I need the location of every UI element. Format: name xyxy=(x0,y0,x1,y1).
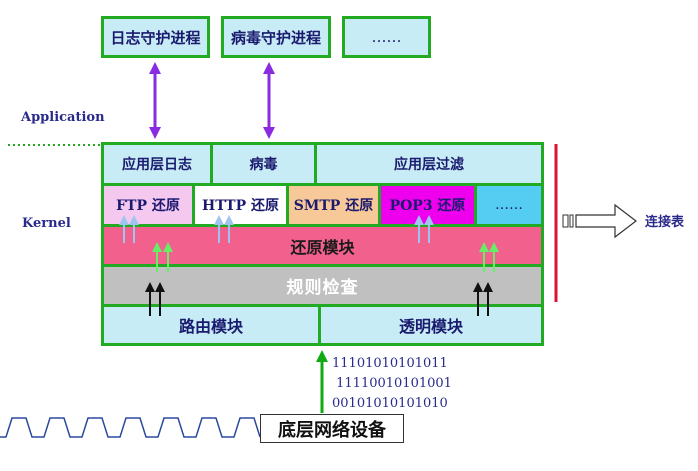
connection-table-label: 连接表 xyxy=(645,215,685,230)
more-daemon-box: …… xyxy=(342,16,431,58)
rule-check-cell: 规则检查 xyxy=(104,267,541,304)
signal-waveform xyxy=(0,417,261,438)
kernel-label: Kernel xyxy=(22,216,71,231)
virus-daemon-box: 病毒守护进程 xyxy=(221,16,331,58)
virus-cell: 病毒 xyxy=(213,145,317,183)
row1-divider xyxy=(104,183,541,186)
app-filter-label: 应用层过滤 xyxy=(394,157,464,173)
row4-divider xyxy=(104,304,541,307)
virus-label: 病毒 xyxy=(249,157,278,173)
smtp-restore-cell: SMTP 还原 xyxy=(289,186,381,224)
row3-divider xyxy=(104,264,541,267)
network-device-label: 底层网络设备 xyxy=(278,419,386,441)
smtp-restore-label: SMTP 还原 xyxy=(293,198,374,214)
log-daemon-box: 日志守护进程 xyxy=(101,16,210,58)
application-label: Application xyxy=(21,110,105,125)
more-restore-label: …… xyxy=(495,197,523,213)
bit-string-1: 11101010101011 xyxy=(332,356,448,371)
restore-module-cell: 还原模块 xyxy=(104,227,541,264)
connection-table-arrow xyxy=(562,203,637,239)
bit-string-3: 00101010101010 xyxy=(332,396,448,411)
more-restore-cell: …… xyxy=(477,186,541,224)
app-filter-cell: 应用层过滤 xyxy=(317,145,541,183)
routing-module-label: 路由模块 xyxy=(178,317,243,336)
app-log-label: 应用层日志 xyxy=(122,157,192,173)
log-daemon-label: 日志守护进程 xyxy=(110,28,201,47)
network-device-box: 底层网络设备 xyxy=(260,414,404,443)
rule-check-label: 规则检查 xyxy=(286,278,359,298)
restore-module-label: 还原模块 xyxy=(290,237,355,257)
more-daemon-label: …… xyxy=(371,28,402,46)
app-log-cell: 应用层日志 xyxy=(104,145,213,183)
http-restore-cell: HTTP 还原 xyxy=(195,186,289,224)
ftp-restore-label: FTP 还原 xyxy=(116,198,180,214)
routing-module-cell: 路由模块 xyxy=(104,307,321,343)
transparent-module-label: 透明模块 xyxy=(398,317,463,336)
transparent-module-cell: 透明模块 xyxy=(321,307,541,343)
row2-divider xyxy=(104,224,541,227)
pop3-restore-label: POP3 还原 xyxy=(389,198,466,214)
bit-string-2: 11110010101001 xyxy=(332,376,452,391)
virus-daemon-label: 病毒守护进程 xyxy=(230,28,321,47)
http-restore-label: HTTP 还原 xyxy=(202,198,279,214)
